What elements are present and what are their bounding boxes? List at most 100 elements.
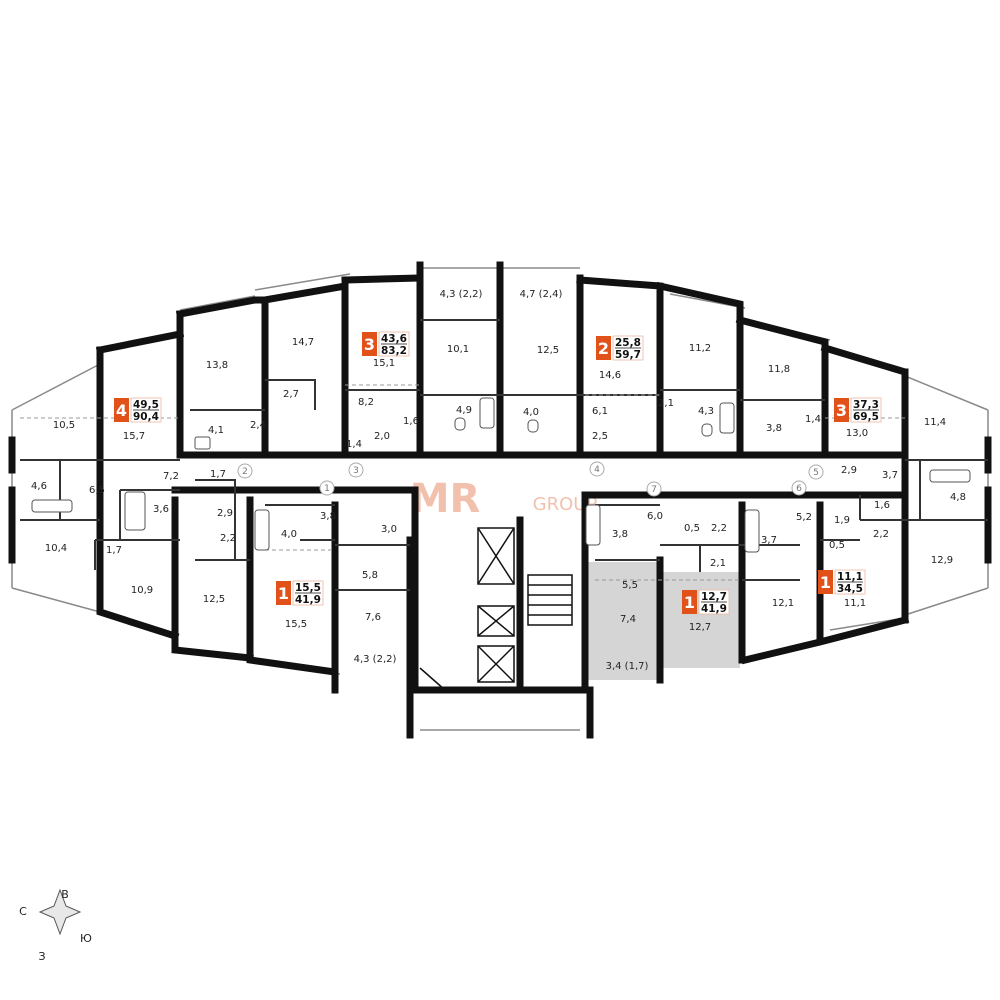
- room-count-box: [682, 590, 697, 614]
- door-number: 5: [813, 468, 819, 478]
- room-area-label: 1,4: [805, 414, 821, 425]
- living-area: 49,5: [133, 399, 159, 411]
- room-area-label: 2,9: [217, 508, 233, 519]
- room-area-label: 6,5: [89, 485, 105, 496]
- door-number: 4: [594, 465, 600, 475]
- total-area: 59,7: [615, 349, 641, 361]
- door-number: 3: [353, 466, 359, 476]
- room-area-label: 1,6: [403, 416, 419, 427]
- apartment-badge-apt-3a[interactable]: 3 43,683,2: [362, 331, 410, 357]
- door-number-marker: [791, 480, 807, 496]
- room-area-label: 10,9: [131, 585, 153, 596]
- room-count: 3: [364, 335, 375, 354]
- room-area-label: 3,4 (1,7): [606, 661, 649, 672]
- room-area-label: 3,8: [612, 529, 628, 540]
- room-area-label: 2,2: [220, 533, 236, 544]
- room-area-label: 2,2: [711, 523, 727, 534]
- room-area-label: 12,7: [689, 622, 711, 633]
- door-number: 1: [324, 484, 330, 494]
- room-area-label: 12,5: [537, 345, 559, 356]
- room-area-label: 2,7: [283, 389, 299, 400]
- brand-group: GROUP: [533, 494, 598, 515]
- door-number-marker: [237, 463, 253, 479]
- room-area-label: 2,4: [250, 420, 266, 431]
- exterior-walls: [8, 261, 992, 739]
- brand-logo: MR: [410, 476, 481, 522]
- room-area-label: 4,1: [208, 425, 224, 436]
- room-area-label: 4,8: [950, 492, 966, 503]
- living-area: 43,6: [381, 333, 407, 345]
- room-count: 2: [598, 339, 609, 358]
- room-area-label: 15,1: [373, 358, 395, 369]
- room-area-label: 10,5: [53, 420, 75, 431]
- room-area-label: 4,0: [281, 529, 297, 540]
- room-area-label: 14,6: [599, 370, 621, 381]
- door-number: 6: [796, 484, 802, 494]
- door-number: 2: [242, 467, 248, 477]
- room-area-label: 11,4: [924, 417, 946, 428]
- room-area-label: 5,5: [622, 580, 638, 591]
- room-count-box: [596, 336, 611, 360]
- room-area-label: 3,0: [381, 524, 397, 535]
- door-number-marker: [348, 462, 364, 478]
- door-number-marker: [808, 464, 824, 480]
- room-count-box: [362, 332, 377, 356]
- room-area-label: 11,2: [689, 343, 711, 354]
- room-area-label: 1,7: [210, 469, 226, 480]
- room-area-label: 13,0: [846, 428, 868, 439]
- room-area-label: 4,3 (2,2): [354, 654, 397, 665]
- room-area-label: 3,7: [761, 535, 777, 546]
- fixtures: [31, 397, 971, 553]
- compass-east: В: [61, 888, 69, 901]
- compass: С В Ю З: [19, 888, 92, 963]
- compass-rose-icon: [38, 888, 82, 936]
- total-area: 34,5: [837, 583, 863, 595]
- total-area: 69,5: [853, 411, 879, 423]
- door-number-marker: [589, 461, 605, 477]
- room-area-label: 4,3 (2,2): [440, 289, 483, 300]
- room-area-label: 2,0: [374, 431, 390, 442]
- total-area: 83,2: [381, 345, 407, 357]
- room-count-box: [818, 570, 833, 594]
- compass-west: З: [38, 950, 45, 963]
- room-area-labels: 10,515,713,814,72,78,215,14,3 (2,2)10,14…: [31, 289, 966, 672]
- room-count: 1: [278, 584, 289, 603]
- apartment-badge-apt-2[interactable]: 2 25,859,7: [596, 335, 644, 361]
- room-area-label: 4,9: [456, 405, 472, 416]
- room-area-label: 2,2: [873, 529, 889, 540]
- room-area-label: 14,7: [292, 337, 314, 348]
- living-area: 11,1: [837, 571, 863, 583]
- living-area: 25,8: [615, 337, 641, 349]
- room-count-box: [834, 398, 849, 422]
- door-number: 7: [651, 485, 657, 495]
- total-area: 90,4: [133, 411, 159, 423]
- room-area-label: 15,7: [123, 431, 145, 442]
- room-area-label: 3,6: [153, 504, 169, 515]
- highlighted-apartment-area-2: [660, 572, 740, 668]
- room-area-label: 11,1: [844, 598, 866, 609]
- room-area-label: 4,0: [523, 407, 539, 418]
- living-area: 15,5: [295, 582, 321, 594]
- core: [419, 527, 573, 691]
- room-area-label: 1,4: [346, 439, 362, 450]
- room-area-label: 15,5: [285, 619, 307, 630]
- room-area-label: 12,9: [931, 555, 953, 566]
- room-area-label: 2,1: [658, 398, 674, 409]
- room-area-label: 4,6: [31, 481, 47, 492]
- room-area-label: 12,1: [772, 598, 794, 609]
- room-area-label: 1,6: [874, 500, 890, 511]
- room-area-label: 6,0: [647, 511, 663, 522]
- room-area-label: 3,8: [320, 511, 336, 522]
- room-area-label: 13,8: [206, 360, 228, 371]
- room-count: 3: [836, 401, 847, 420]
- room-area-label: 0,5: [829, 540, 845, 551]
- compass-south: Ю: [80, 932, 92, 945]
- room-area-label: 10,4: [45, 543, 67, 554]
